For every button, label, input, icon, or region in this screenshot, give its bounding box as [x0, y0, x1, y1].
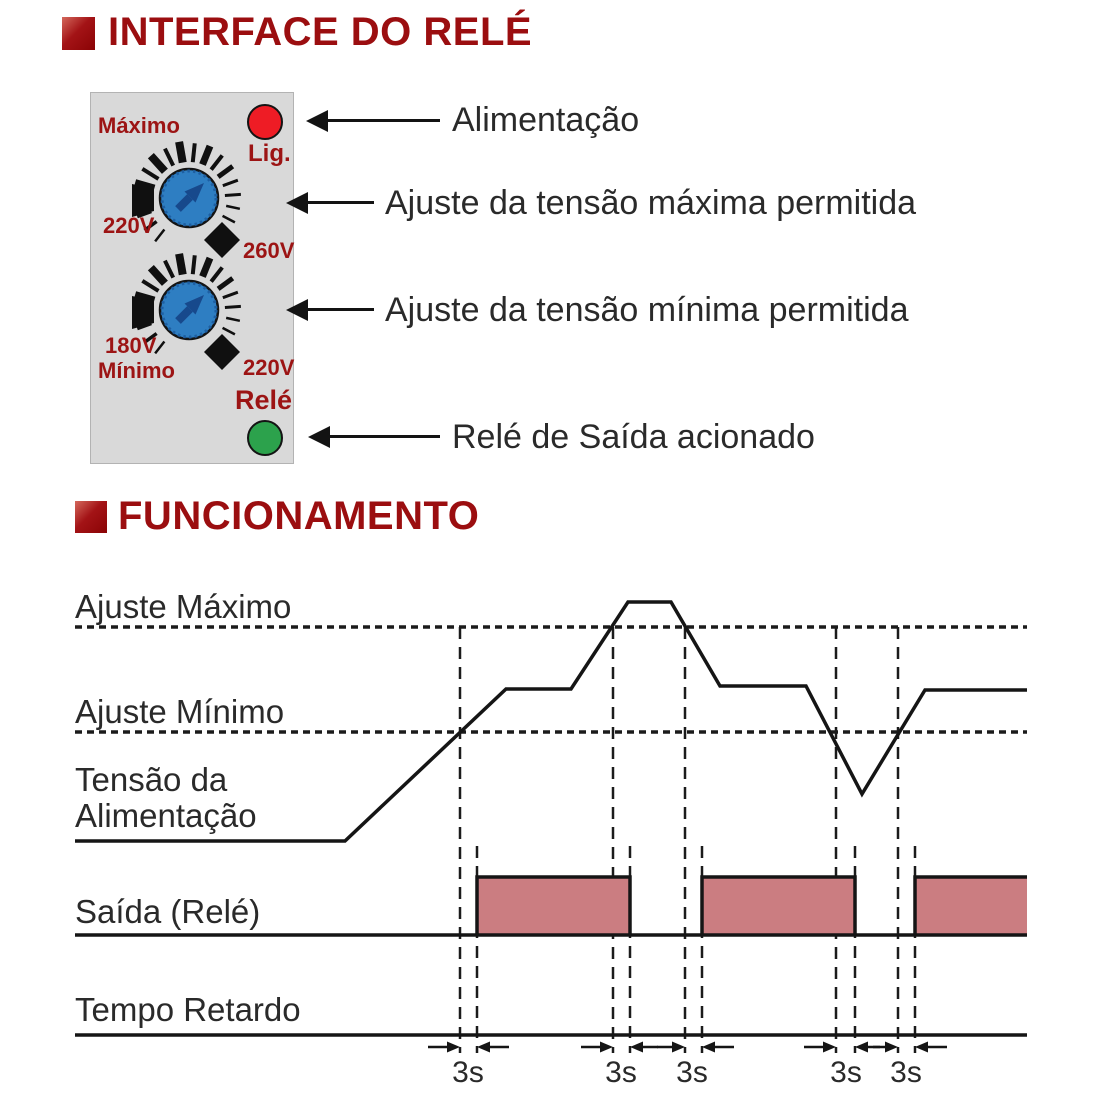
relay-on-bar — [915, 877, 1027, 935]
min-knob-right-value: 220V — [243, 355, 295, 380]
section-bullet-icon — [75, 501, 107, 533]
label-min-threshold: Ajuste Mínimo — [75, 693, 285, 730]
label-supply-voltage: Tensão da Alimentação — [75, 761, 257, 834]
relay-front-panel: Máximo Lig. — [90, 92, 294, 464]
section-title-funcionamento: FUNCIONAMENTO — [118, 494, 480, 538]
section-title-interface: INTERFACE DO RELÉ — [108, 10, 533, 54]
delay-value: 3s — [890, 1056, 922, 1089]
relay-on-bar — [477, 877, 630, 935]
min-voltage-knob — [132, 253, 241, 370]
delay-dimension-arrows — [428, 1041, 947, 1053]
delay-value: 3s — [676, 1056, 708, 1089]
max-knob-title: Máximo — [98, 113, 180, 138]
label-max-threshold: Ajuste Máximo — [75, 588, 292, 625]
annotation-max-adjust: Ajuste da tensão máxima permitida — [385, 184, 917, 222]
relay-led — [247, 420, 283, 456]
knob-left-end-marker — [132, 184, 154, 217]
max-voltage-knob — [132, 141, 241, 258]
knob-right-end-marker — [204, 222, 240, 258]
annotation-relay-out: Relé de Saída acionado — [452, 418, 815, 456]
crossing-guides — [458, 627, 900, 1053]
arrow-left-icon — [308, 425, 440, 448]
relay-on-bar — [702, 877, 855, 935]
min-knob-left-value: 180V — [105, 333, 157, 358]
section-bullet-icon — [62, 17, 95, 50]
knob-tick-marks — [134, 141, 241, 243]
knob-right-end-marker — [204, 334, 240, 370]
delay-value: 3s — [452, 1056, 484, 1089]
power-led-label: Lig. — [248, 140, 291, 167]
power-led — [247, 104, 283, 140]
supply-voltage-waveform — [75, 600, 1027, 843]
arrow-left-icon — [286, 191, 374, 214]
delay-value: 3s — [605, 1056, 637, 1089]
min-knob-title: Mínimo — [98, 358, 175, 383]
relay-led-label: Relé — [235, 385, 293, 415]
max-knob-right-value: 260V — [243, 238, 295, 263]
max-knob-left-value: 220V — [103, 213, 155, 238]
label-relay-output: Saída (Relé) — [75, 893, 261, 930]
delay-value: 3s — [830, 1056, 862, 1089]
arrow-left-icon — [306, 109, 440, 132]
annotation-min-adjust: Ajuste da tensão mínima permitida — [385, 291, 909, 329]
annotation-power: Alimentação — [452, 101, 640, 139]
knob-pointer-icon — [175, 295, 204, 324]
label-delay-time: Tempo Retardo — [75, 991, 301, 1028]
relay-switch-guides — [475, 846, 917, 1053]
arrow-left-icon — [286, 298, 374, 321]
knob-left-end-marker — [132, 296, 154, 329]
knob-tick-marks — [134, 253, 241, 355]
knob-pointer-icon — [175, 183, 204, 212]
